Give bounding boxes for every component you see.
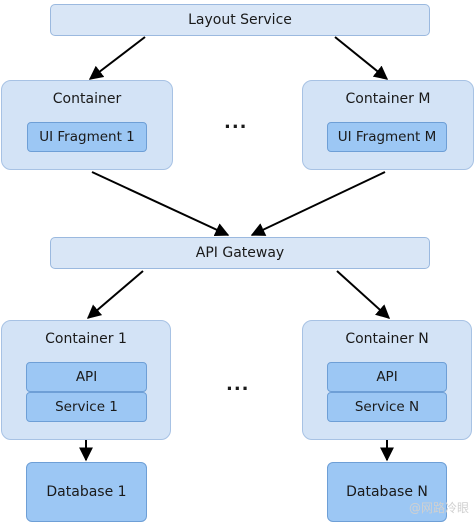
ellipsis-bottom: ... — [226, 374, 250, 395]
database-1-label: Database 1 — [46, 484, 127, 500]
container-n-title: Container N — [345, 331, 429, 347]
container-title: Container — [52, 91, 122, 107]
arrow-layout-to-container-m — [334, 36, 389, 80]
ui-fragment-m-label: UI Fragment M — [337, 129, 437, 145]
arrow-container-m-to-gateway — [250, 171, 386, 236]
ui-fragment-1-label: UI Fragment 1 — [39, 129, 135, 145]
arrow-gateway-to-container-1 — [86, 270, 144, 319]
api-gateway-box: API Gateway — [50, 237, 430, 269]
api-1-box: API — [26, 362, 147, 392]
service-n-box: Service N — [327, 392, 447, 422]
layout-service-label: Layout Service — [188, 12, 292, 28]
database-n-label: Database N — [346, 484, 428, 500]
database-n-box: Database N — [327, 462, 447, 522]
arrow-layout-to-container — [88, 36, 146, 80]
ellipsis-top: ... — [224, 112, 248, 133]
service-1-box: Service 1 — [26, 392, 147, 422]
ui-fragment-m-box: UI Fragment M — [327, 122, 447, 152]
watermark: @网路冷眼 — [408, 501, 469, 515]
database-1-box: Database 1 — [26, 462, 147, 522]
ui-fragment-1-box: UI Fragment 1 — [27, 122, 147, 152]
service-1-label: Service 1 — [55, 399, 118, 415]
arrow-gateway-to-container-n — [336, 270, 391, 319]
layout-service-box: Layout Service — [50, 4, 430, 36]
api-n-label: API — [376, 369, 398, 385]
container-m-title: Container M — [345, 91, 431, 107]
api-gateway-label: API Gateway — [195, 245, 285, 261]
container-1-title: Container 1 — [45, 331, 127, 347]
api-1-label: API — [75, 369, 98, 385]
service-n-label: Service N — [354, 399, 420, 415]
api-n-box: API — [327, 362, 447, 392]
arrow-container-to-gateway — [91, 171, 230, 237]
